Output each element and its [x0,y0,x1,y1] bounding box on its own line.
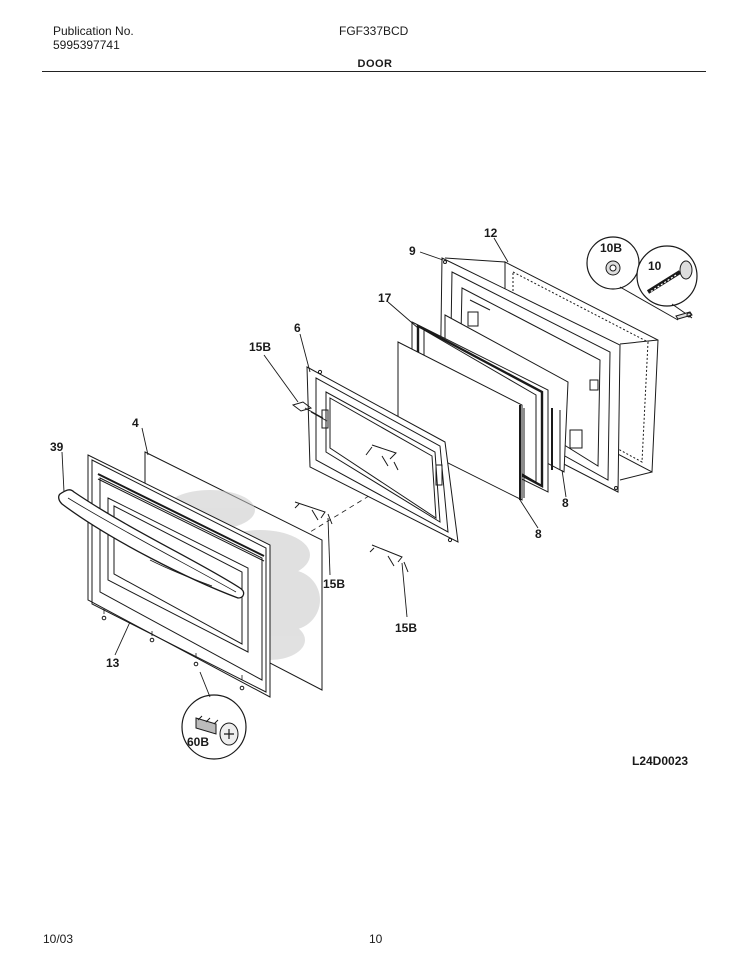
screw-inset [636,245,698,320]
callout-6: 6 [294,321,301,335]
publication-label: Publication No. [53,24,134,38]
leader-6 [299,333,311,373]
callout-8-lower: 8 [535,527,542,541]
callout-10b: 10B [600,241,622,255]
leader-4 [141,427,149,456]
header-divider [42,71,706,72]
outer-door-panel-part [87,454,271,698]
diagram-code: L24D0023 [632,754,689,768]
callout-15b-bottom: 15B [395,621,417,635]
leader-15b-mid [327,517,331,576]
hinge-bracket-lower-part [294,501,409,573]
leader-15b-top [263,354,299,403]
leader-9 [419,251,444,261]
model-number: FGF337BCD [339,24,409,38]
leader-8-upper [561,469,567,498]
callout-39: 39 [50,440,64,454]
page-number: 10 [369,932,383,946]
leader-8-lower [519,499,539,529]
leader-60b [199,671,211,698]
leader-15b-bottom [401,562,408,618]
leader-lines [61,237,567,698]
callout-13: 13 [106,656,120,670]
hinge-bracket-upper-part [291,401,399,471]
callout-17: 17 [378,291,392,305]
callout-60b: 60B [187,735,209,749]
leader-17 [387,301,419,329]
callout-10: 10 [648,259,662,273]
washer-inset [586,236,679,321]
door-handle-part [58,489,245,599]
callout-12: 12 [484,226,498,240]
callout-15b-mid: 15B [323,577,345,591]
leader-12 [493,237,509,263]
section-title: DOOR [357,58,393,70]
callout-15b-top: 15B [249,340,271,354]
footer-date: 10/03 [43,932,74,946]
leader-13 [114,621,131,656]
glass-pane-part [397,341,525,501]
publication-number: 5995397741 [53,38,120,52]
leader-39 [61,451,65,493]
callout-4: 4 [132,416,139,430]
door-screw-inset [181,694,247,760]
callout-9: 9 [409,244,416,258]
callout-8-upper: 8 [562,496,569,510]
